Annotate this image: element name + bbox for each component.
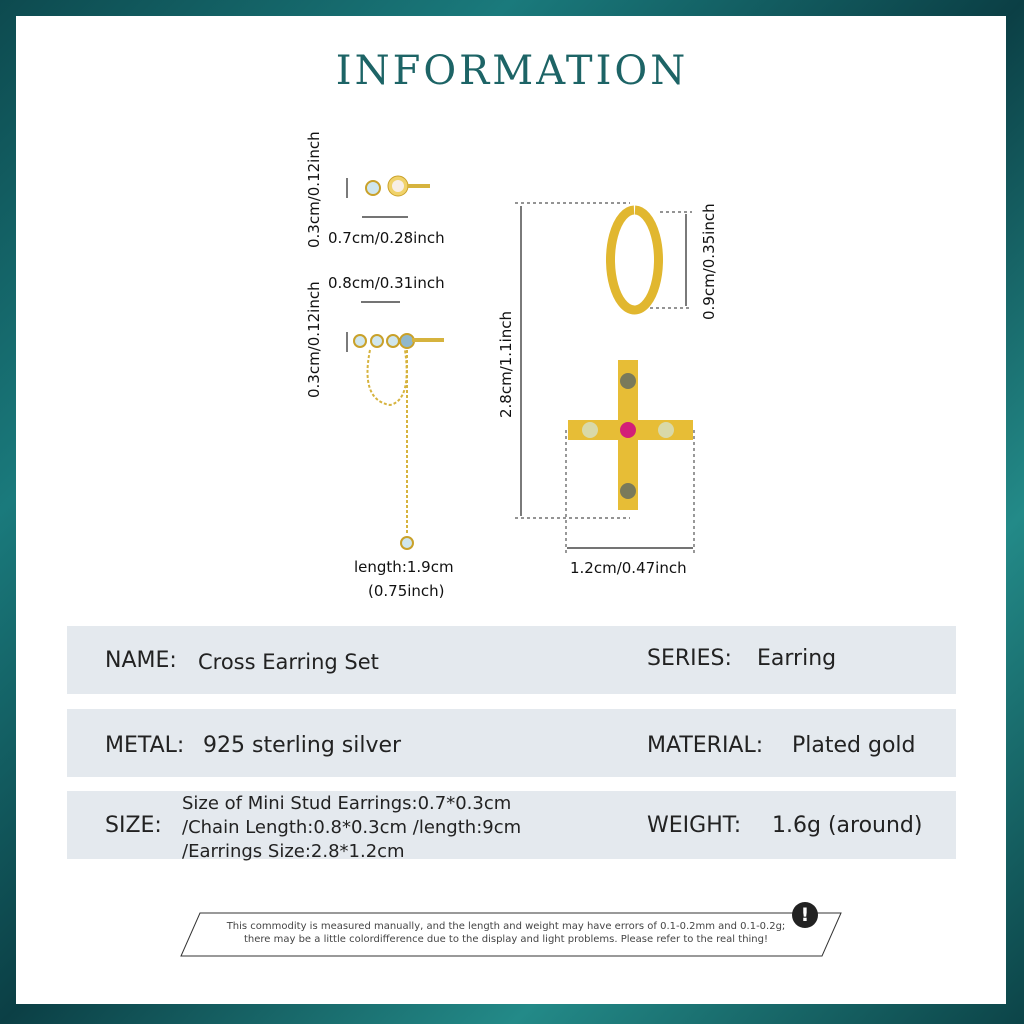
- chain-earring: [353, 333, 444, 550]
- stud-height-label: 0.3cm/0.12inch: [305, 131, 323, 248]
- dimension-lines: [346, 178, 695, 555]
- hoop-height-label: 0.9cm/0.35inch: [700, 203, 718, 320]
- cross-width-label: 1.2cm/0.47inch: [570, 559, 687, 577]
- chain-length-inch-label: (0.75inch): [368, 582, 445, 600]
- exclamation-icon: !: [792, 902, 818, 928]
- cross-hoop-earring: [568, 205, 693, 510]
- page-title: INFORMATION: [335, 48, 689, 94]
- cross-height-label: 2.8cm/1.1inch: [497, 310, 515, 418]
- size-label: SIZE:: [105, 813, 162, 838]
- disclaimer-box: [180, 912, 842, 957]
- spec-row-metal: METAL: 925 sterling silver MATERIAL: Pla…: [67, 709, 956, 777]
- chain-height-label: 0.3cm/0.12inch: [305, 281, 323, 398]
- spec-row-name: NAME: Cross Earring Set SERIES: Earring: [67, 626, 956, 694]
- series-label: SERIES:: [647, 646, 732, 671]
- disclaimer-line: there may be a little colordifference du…: [243, 934, 768, 945]
- stud-width-label: 0.7cm/0.28inch: [328, 229, 445, 247]
- chain-length-label: length:1.9cm: [354, 558, 454, 576]
- metal-value: 925 sterling silver: [203, 733, 402, 758]
- size-line: /Chain Length:0.8*0.3cm /length:9cm: [182, 817, 522, 838]
- metal-label: METAL:: [105, 733, 185, 758]
- name-label: NAME:: [105, 648, 177, 673]
- material-label: MATERIAL:: [647, 733, 764, 758]
- size-line: /Earrings Size:2.8*1.2cm: [182, 841, 405, 862]
- series-value: Earring: [757, 646, 837, 671]
- weight-value: 1.6g (around): [772, 813, 923, 838]
- weight-label: WEIGHT:: [647, 813, 742, 838]
- mini-stud-earring: [365, 175, 430, 197]
- spec-row-size: SIZE: WEIGHT: 1.6g (around): [67, 791, 956, 859]
- name-value: Cross Earring Set: [198, 650, 379, 674]
- size-line: Size of Mini Stud Earrings:0.7*0.3cm: [182, 793, 512, 814]
- size-details: Size of Mini Stud Earrings:0.7*0.3cm /Ch…: [182, 792, 521, 864]
- disclaimer-line: This commodity is measured manually, and…: [226, 921, 786, 932]
- chain-width-label: 0.8cm/0.31inch: [328, 274, 445, 292]
- material-value: Plated gold: [792, 733, 916, 758]
- earring-illustrations: [346, 175, 695, 555]
- disclaimer-text: This commodity is measured manually, and…: [0, 920, 1012, 946]
